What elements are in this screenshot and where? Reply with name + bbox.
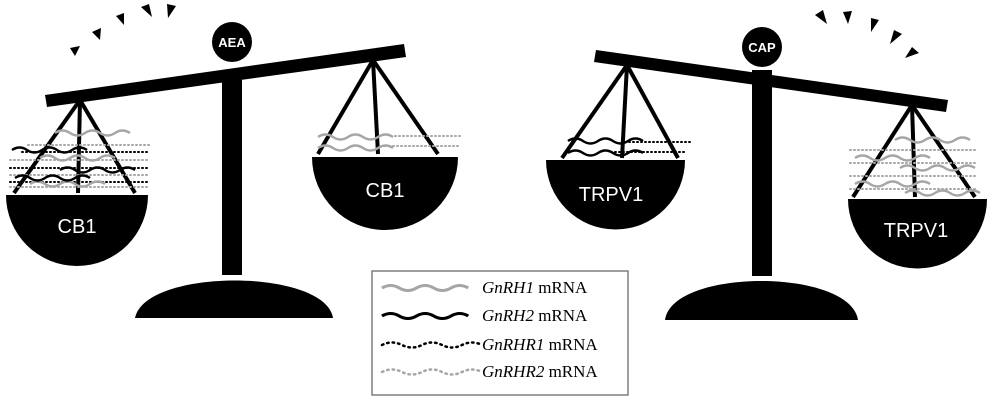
legend-label-gnrhr2: GnRHR2 mRNA — [482, 362, 598, 381]
left-pan-mrna — [9, 129, 151, 188]
left-badge — [212, 22, 252, 62]
right-scale: CAP TRPV1 — [546, 10, 987, 320]
left-pan-bowl — [6, 195, 148, 266]
legend-item-gnrh1: GnRH1 mRNA — [380, 278, 588, 297]
legend-swatch-gnrhr1 — [380, 341, 484, 349]
right-pan-label-a: CB1 — [366, 180, 405, 202]
left-base — [135, 280, 333, 318]
left-pan-bowl-b — [546, 160, 685, 230]
right-pan-label-b: TRPV1 — [884, 220, 948, 242]
right-pan-mrna-a — [316, 133, 463, 152]
legend-label-gnrh1: GnRH1 mRNA — [482, 278, 588, 297]
legend-item-gnrhr1: GnRHR1 mRNA — [380, 335, 598, 354]
left-arrow-arc — [70, 4, 176, 56]
legend-label-gnrh2: GnRH2 mRNA — [482, 306, 588, 325]
right-beam — [594, 50, 948, 112]
left-scale: AEA — [6, 4, 463, 318]
left-pan-label-b: TRPV1 — [579, 184, 643, 206]
right-pan-mrna-b — [849, 136, 982, 197]
right-pan-bowl-b — [848, 199, 987, 269]
right-badge-label: CAP — [748, 40, 776, 55]
legend-item-gnrh2: GnRH2 mRNA — [380, 306, 588, 325]
right-base — [665, 281, 858, 320]
left-pan-mrna-b — [566, 137, 691, 157]
legend: GnRH1 mRNA GnRH2 mRNA GnRHR1 mRNA GnRHR2… — [371, 270, 629, 396]
left-pillar — [222, 80, 242, 275]
legend-label-gnrhr1: GnRHR1 mRNA — [482, 335, 598, 354]
right-badge — [742, 27, 782, 67]
right-pan-bowl-a — [312, 157, 458, 230]
left-pan-label: CB1 — [58, 216, 97, 238]
legend-item-gnrhr2: GnRHR2 mRNA — [380, 362, 598, 381]
legend-swatch-gnrhr2 — [380, 368, 484, 376]
left-badge-label: AEA — [218, 35, 246, 50]
left-beam — [45, 44, 406, 107]
right-pillar — [752, 70, 772, 276]
right-arrow-arc — [815, 10, 919, 58]
